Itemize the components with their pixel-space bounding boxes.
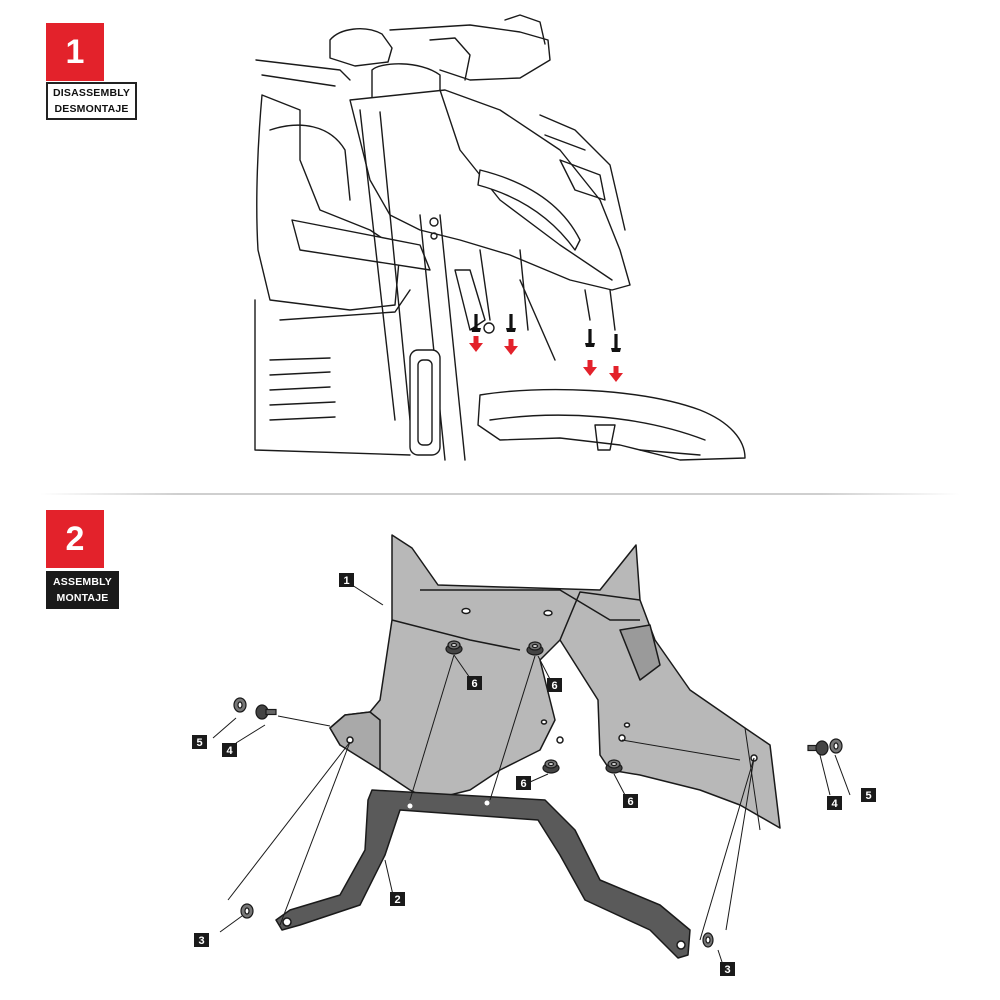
- step-1-label-es: DESMONTAJE: [54, 103, 129, 115]
- arrow-down-icon-3: [583, 360, 597, 376]
- arrow-down-icon-1: [469, 336, 483, 352]
- svg-text:6: 6: [551, 680, 557, 692]
- arrow-down-icon-4: [609, 366, 623, 382]
- callout-1: 1: [339, 573, 354, 587]
- grommets-part-6: [445, 640, 623, 774]
- grommet-icon-3: [542, 759, 560, 774]
- washer-icon-5-right: [829, 738, 843, 754]
- step-1-number: 1: [46, 23, 104, 81]
- bolt-icon-4-left: [255, 704, 277, 720]
- part-1-fairing: [329, 534, 781, 831]
- callout-4-left: 4: [222, 743, 237, 757]
- step-1-label-en: DISASSEMBLY: [53, 87, 131, 99]
- callout-5-right: 5: [861, 788, 876, 802]
- step-2-number: 2: [46, 510, 104, 568]
- screw-icon-4: [611, 334, 621, 352]
- fasteners-step2: [233, 697, 843, 948]
- screw-icon-2: [506, 314, 516, 332]
- step-2-label: ASSEMBLY MONTAJE: [46, 571, 119, 609]
- svg-text:6: 6: [627, 796, 633, 808]
- svg-text:6: 6: [471, 678, 477, 690]
- washer-icon-3-left: [240, 903, 254, 919]
- callout-6-d: 6: [623, 794, 638, 808]
- step-2-label-es: MONTAJE: [56, 592, 109, 604]
- callout-6-b: 6: [547, 678, 562, 692]
- callout-6-c: 6: [516, 776, 531, 790]
- screw-icon-3: [585, 329, 595, 347]
- callout-labels: 1 2 3 3 4 4 5 5 6 6 6 6: [192, 573, 876, 976]
- callout-4-right: 4: [827, 796, 842, 810]
- step-1-label: DISASSEMBLY DESMONTAJE: [46, 82, 138, 120]
- svg-text:4: 4: [226, 745, 233, 757]
- grommet-icon-4: [605, 759, 623, 774]
- part-2-bracket: [275, 789, 691, 959]
- svg-text:4: 4: [831, 798, 838, 810]
- callout-6-a: 6: [467, 676, 482, 690]
- step-2-label-en: ASSEMBLY: [53, 576, 112, 588]
- svg-text:1: 1: [343, 575, 349, 587]
- bolt-icon-4-right: [807, 740, 829, 756]
- svg-text:6: 6: [520, 778, 526, 790]
- callout-2: 2: [390, 892, 405, 906]
- arrow-down-icon-2: [504, 339, 518, 355]
- svg-text:3: 3: [724, 964, 730, 976]
- callout-3-right: 3: [720, 962, 735, 976]
- svg-text:5: 5: [196, 737, 202, 749]
- washer-icon-5-left: [233, 697, 247, 713]
- svg-text:5: 5: [865, 790, 871, 802]
- leader-lines: [212, 584, 851, 963]
- callout-5-left: 5: [192, 735, 207, 749]
- callout-3-left: 3: [194, 933, 209, 947]
- washer-icon-3-right: [702, 932, 714, 948]
- section-divider: [40, 493, 960, 495]
- svg-text:2: 2: [394, 894, 400, 906]
- grommet-icon-1: [445, 640, 463, 655]
- svg-text:3: 3: [198, 935, 204, 947]
- grommet-icon-2: [526, 641, 544, 656]
- motorcycle-front-drawing: [254, 14, 746, 461]
